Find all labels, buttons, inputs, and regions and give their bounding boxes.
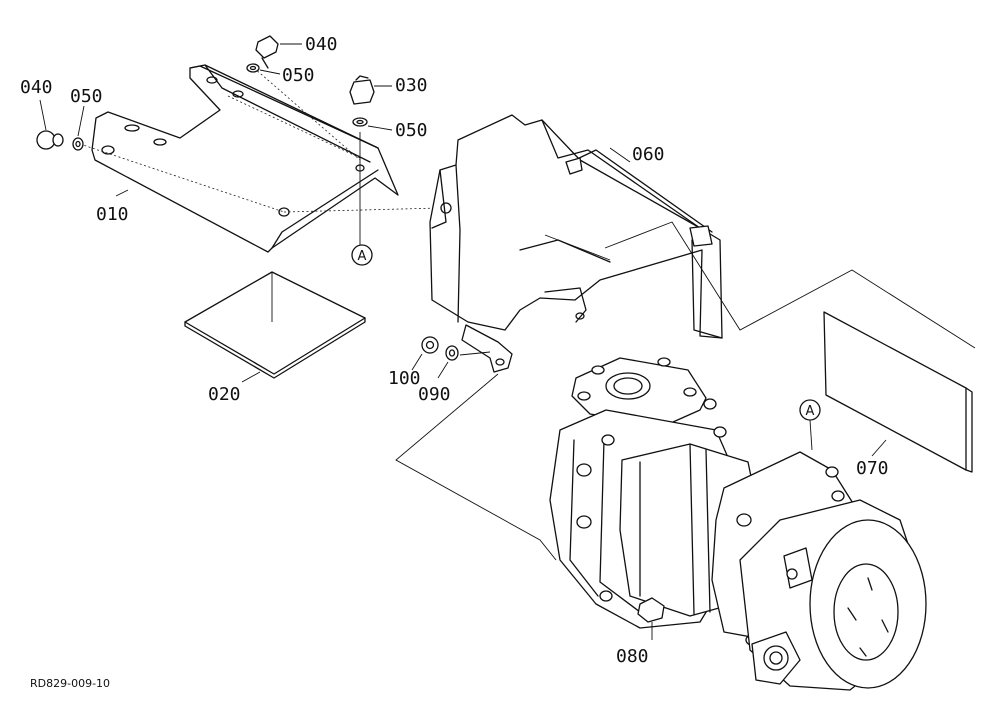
- label-030: 030: [395, 75, 428, 96]
- reference-a-left-label: A: [358, 249, 367, 264]
- label-100: 100: [388, 368, 421, 389]
- reference-a-right: [799, 399, 821, 451]
- label-050-top: 050: [282, 65, 315, 86]
- label-050-left: 050: [70, 86, 103, 107]
- insulation-panel-070: [823, 311, 973, 473]
- cover-060: [429, 114, 723, 373]
- label-090: 090: [418, 384, 451, 405]
- nut-100: [411, 336, 439, 371]
- label-070: 070: [856, 458, 889, 479]
- label-050-right: 050: [395, 120, 428, 141]
- label-020: 020: [208, 384, 241, 405]
- bolt-040-top: [255, 35, 302, 69]
- bolt-030: [349, 75, 392, 105]
- reference-a-left: [351, 244, 373, 266]
- drawing-id: RD829-009-10: [30, 677, 110, 690]
- insulation-pad-020: [184, 271, 366, 383]
- bolt-080: [637, 597, 665, 640]
- label-080: 080: [616, 646, 649, 667]
- label-010: 010: [96, 204, 129, 225]
- washer-050-left: [72, 105, 85, 151]
- washer-050-right: [352, 117, 393, 131]
- shield-plate-010: [79, 64, 441, 253]
- label-040-top: 040: [305, 34, 338, 55]
- reference-a-right-label: A: [806, 404, 815, 419]
- engine-assembly: [549, 357, 927, 691]
- washer-050-top: [246, 63, 281, 75]
- bolt-040-left: [36, 99, 64, 150]
- label-040-left: 040: [20, 77, 53, 98]
- washer-090: [437, 345, 459, 379]
- label-060: 060: [632, 144, 665, 165]
